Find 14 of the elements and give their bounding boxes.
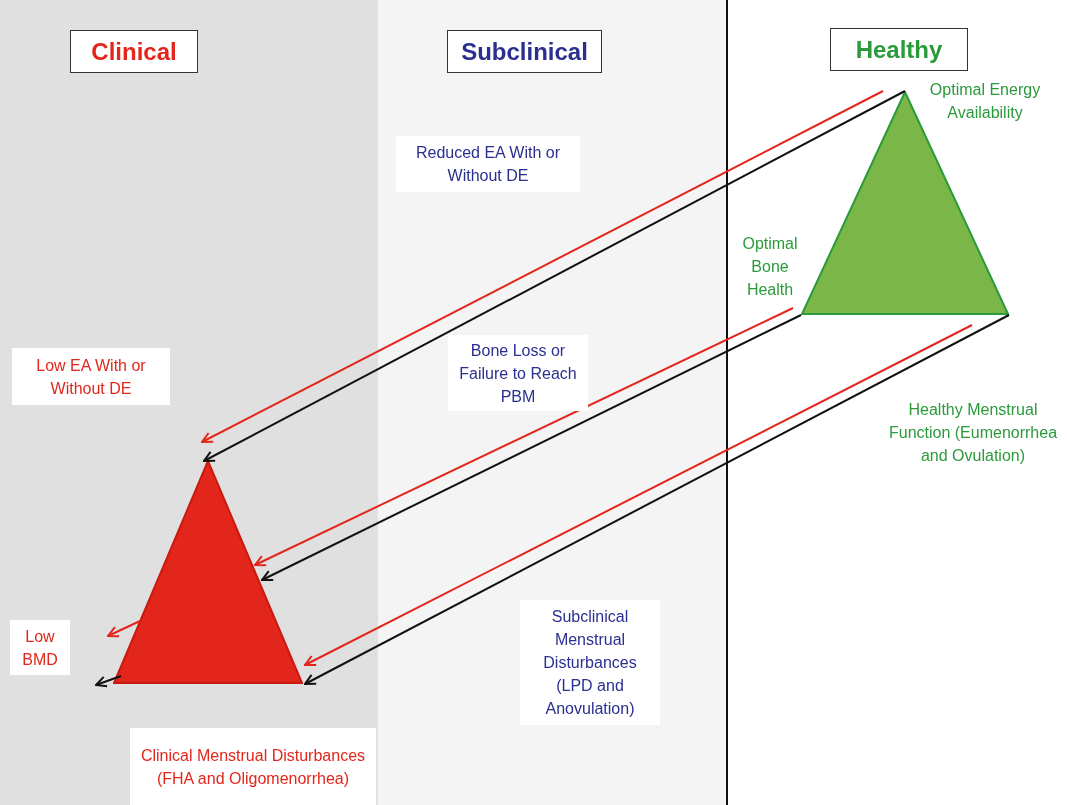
text-label: Subclinical Menstrual Disturbances (LPD and Anovulation): [520, 600, 660, 725]
header-label: Clinical: [70, 30, 198, 73]
header-label: Healthy: [830, 28, 968, 71]
arrow: [107, 620, 141, 638]
arrow: [95, 675, 122, 688]
text-label: Reduced EA With or Without DE: [396, 136, 580, 192]
vertex-label: Optimal Energy Availability: [928, 80, 1042, 123]
text-label: Low EA With or Without DE: [12, 348, 170, 405]
header-label: Subclinical: [447, 30, 602, 73]
text-label: Clinical Menstrual Disturbances (FHA and Oligomenorrhea): [130, 728, 376, 805]
text-label: Low BMD: [10, 620, 70, 675]
text-label: Bone Loss or Failure to Reach PBM: [448, 335, 588, 411]
vertex-label: Optimal Bone Health: [741, 234, 799, 300]
text-label: Healthy Menstrual Function (Eumenorrhea and Ovulation): [888, 400, 1058, 466]
